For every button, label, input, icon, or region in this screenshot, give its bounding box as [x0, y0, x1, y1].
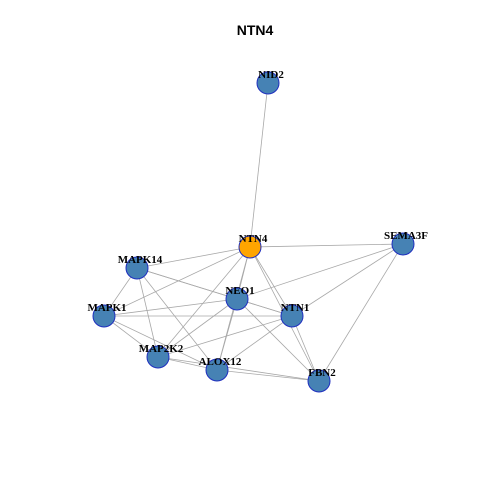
node-nid2[interactable]: [256, 71, 280, 95]
node-label-fbn2: FBN2: [308, 367, 336, 379]
edge-neo1-map2k2: [157, 298, 238, 358]
edge-sema3f-fbn2: [318, 243, 404, 382]
edge-alox12-fbn2: [216, 369, 320, 382]
edge-neo1-alox12: [216, 298, 238, 371]
edge-ntn1-alox12: [216, 315, 293, 371]
node-neo1[interactable]: [225, 287, 249, 311]
graph-title: NTN4: [237, 22, 274, 38]
node-label-neo1: NEO1: [225, 285, 254, 297]
node-label-mapk14: MAPK14: [118, 254, 163, 266]
node-label-mapk1: MAPK1: [87, 302, 126, 314]
node-ntn4[interactable]: [238, 235, 262, 259]
edge-ntn4-map2k2: [157, 246, 251, 358]
edge-ntn4-mapk14: [136, 246, 251, 269]
node-mapk14[interactable]: [125, 256, 149, 280]
edge-mapk14-map2k2: [136, 267, 159, 358]
node-label-map2k2: MAP2K2: [139, 343, 184, 355]
edge-ntn1-fbn2: [291, 315, 320, 382]
edge-neo1-mapk1: [103, 298, 238, 317]
edge-mapk1-alox12: [103, 315, 218, 371]
edge-ntn4-sema3f: [249, 243, 404, 248]
node-map2k2[interactable]: [146, 345, 170, 369]
edge-sema3f-neo1: [236, 243, 404, 300]
node-mapk1[interactable]: [92, 304, 116, 328]
node-fbn2[interactable]: [307, 369, 331, 393]
node-ntn1[interactable]: [280, 304, 304, 328]
edge-nid2-ntn4: [249, 82, 269, 248]
edge-ntn4-mapk1: [103, 246, 251, 317]
node-label-nid2: NID2: [258, 69, 284, 81]
node-alox12[interactable]: [205, 358, 229, 382]
edge-ntn4-ntn1: [249, 246, 293, 317]
edges-layer: [103, 82, 404, 382]
edge-neo1-fbn2: [236, 298, 320, 382]
node-label-ntn4: NTN4: [239, 233, 268, 245]
node-label-ntn1: NTN1: [281, 302, 310, 314]
edge-sema3f-ntn1: [291, 243, 404, 317]
nodes-layer: [92, 71, 415, 393]
node-label-sema3f: SEMA3F: [384, 230, 428, 242]
edge-ntn1-map2k2: [157, 315, 293, 358]
edge-map2k2-fbn2: [157, 356, 320, 382]
edge-mapk14-alox12: [136, 267, 218, 371]
node-label-alox12: ALOX12: [199, 356, 242, 368]
node-sema3f[interactable]: [391, 232, 415, 256]
